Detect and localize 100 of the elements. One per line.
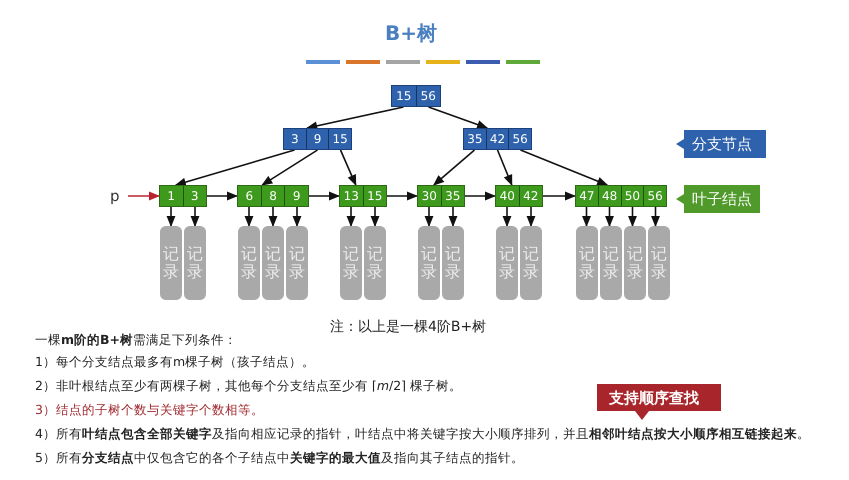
callout-text: 分支节点 (692, 135, 752, 154)
arrow (605, 207, 614, 228)
record-block (286, 226, 308, 300)
arrow (502, 207, 512, 228)
callout (676, 185, 760, 213)
arrow (520, 149, 608, 186)
key-value: 9 (284, 186, 308, 206)
leaf-node (417, 185, 465, 207)
arrow (370, 207, 380, 228)
key-value: 42 (486, 129, 508, 149)
callout-text: 叶子结点 (692, 190, 752, 209)
record-block (600, 226, 622, 300)
callout (597, 384, 721, 420)
arrow (190, 207, 200, 228)
key-value: 42 (518, 186, 542, 206)
key-value: 15 (328, 129, 352, 149)
key-value: 15 (362, 186, 386, 206)
record-block (262, 226, 284, 300)
key-value: 6 (244, 188, 254, 205)
key-value: 3 (182, 186, 206, 206)
key-value: 1 (166, 188, 176, 205)
branch-node (283, 128, 352, 150)
key-value: 50 (620, 186, 644, 206)
key-value: 3 (290, 131, 300, 148)
key-value: 56 (508, 129, 532, 149)
key-value: 13 (342, 188, 360, 205)
branch-node (391, 85, 441, 107)
arrow (174, 149, 295, 186)
record-text: 记录 (445, 245, 461, 281)
record-block (364, 226, 386, 300)
record-block (648, 226, 670, 300)
condition-text: 1）每个分支结点最多有m棵子树（孩子结点）。 (35, 354, 316, 371)
arrow (628, 207, 637, 228)
key-value: 15 (395, 88, 412, 105)
arrow (465, 192, 496, 200)
condition-text: 5）所有分支结点中仅包含它的各个子结点中关键字的最大值及指向其子结点的指针。 (35, 450, 524, 467)
record-block (576, 226, 598, 300)
condition-text: 2）非叶根结点至少有两棵子树，其他每个分支结点至少有 ⌈m/2⌉ 棵子树。 (35, 378, 462, 395)
callout-text: 支持顺序查找 (609, 389, 699, 408)
key-value: 56 (416, 86, 440, 106)
key-value: 35 (440, 186, 464, 206)
arrow (543, 192, 576, 200)
record-text: 记录 (289, 245, 305, 281)
arrow (496, 150, 513, 186)
arrow (166, 207, 176, 228)
callout (676, 130, 766, 158)
arrow (448, 207, 458, 228)
leaf-node (159, 185, 207, 207)
arrow (424, 207, 434, 228)
arrow (306, 106, 404, 130)
record-text: 记录 (367, 245, 383, 281)
record-text: 记录 (603, 245, 619, 281)
key-value: 48 (598, 186, 620, 206)
record-block (520, 226, 542, 300)
key-value: 9 (306, 129, 328, 149)
key-value: 47 (578, 188, 596, 205)
pointer-text: p (110, 187, 120, 205)
note-text: 注：以上是一棵4阶B+树 (330, 318, 486, 336)
record-text: 记录 (265, 245, 281, 281)
leaf-node (339, 185, 387, 207)
arrow (651, 207, 660, 228)
key-value: 56 (643, 186, 666, 206)
arrow (432, 149, 476, 186)
leaf-node (237, 185, 309, 207)
arrow (128, 192, 160, 200)
arrow (428, 106, 488, 129)
arrow (292, 207, 302, 228)
key-value: 30 (420, 188, 438, 205)
branch-node (463, 128, 532, 150)
arrow (526, 207, 536, 228)
record-text: 记录 (241, 245, 257, 281)
arrow (309, 192, 340, 200)
record-block (624, 226, 646, 300)
arrow (261, 149, 318, 186)
record-text: 记录 (651, 245, 667, 281)
record-text: 记录 (579, 245, 595, 281)
leaf-node (495, 185, 543, 207)
condition-text: 一棵m阶的B+树需满足下列条件： (35, 332, 238, 349)
arrow (340, 150, 357, 186)
record-block (340, 226, 362, 300)
record-block (160, 226, 182, 300)
arrow (207, 192, 238, 200)
key-value: 8 (260, 186, 284, 206)
record-text: 记录 (343, 245, 359, 281)
arrow (582, 207, 591, 228)
condition-text: 3）结点的子树个数与关键字个数相等。 (35, 402, 264, 419)
record-block (418, 226, 440, 300)
title: B+树 (385, 20, 438, 47)
record-text: 记录 (523, 245, 539, 281)
arrow (244, 207, 254, 228)
key-value: 35 (466, 131, 484, 148)
arrow (387, 192, 418, 200)
arrow (268, 207, 278, 228)
record-text: 记录 (627, 245, 643, 281)
condition-text: 4）所有叶结点包含全部关键字及指向相应记录的指针，叶结点中将关键字按大小顺序排列，并且相邻叶结点按大小顺序相互链接起来。 (35, 426, 810, 443)
record-text: 记录 (163, 245, 179, 281)
record-block (238, 226, 260, 300)
record-block (442, 226, 464, 300)
record-text: 记录 (499, 245, 515, 281)
record-text: 记录 (421, 245, 437, 281)
